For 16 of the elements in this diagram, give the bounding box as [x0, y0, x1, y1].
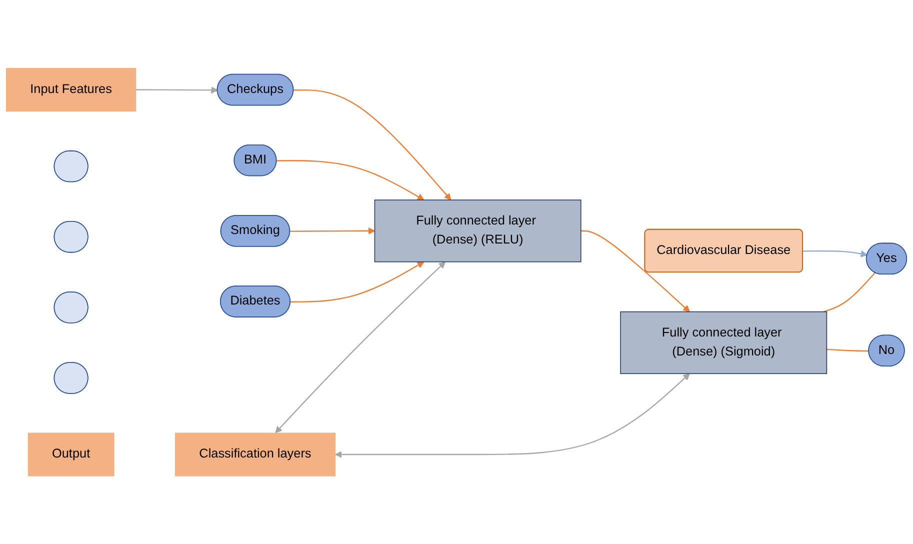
- node-box: Output: [28, 432, 114, 476]
- arrow: [294, 89, 452, 200]
- arrow: [580, 230, 690, 312]
- node-box: Fully connected layer (Dense) (RELU): [374, 199, 582, 262]
- arrow: [276, 160, 424, 200]
- node-box: Classification layers: [174, 432, 336, 476]
- arrow: [335, 373, 690, 458]
- arrow: [802, 250, 868, 258]
- node-box: Fully connected layer (Dense) (Sigmoid): [620, 311, 828, 374]
- arrow: [275, 261, 446, 434]
- connector: [826, 348, 869, 352]
- connector: [823, 272, 876, 312]
- arrow: [136, 86, 218, 94]
- node-box: Input Features: [6, 68, 136, 112]
- arrow: [290, 261, 424, 302]
- arrow: [290, 227, 376, 234]
